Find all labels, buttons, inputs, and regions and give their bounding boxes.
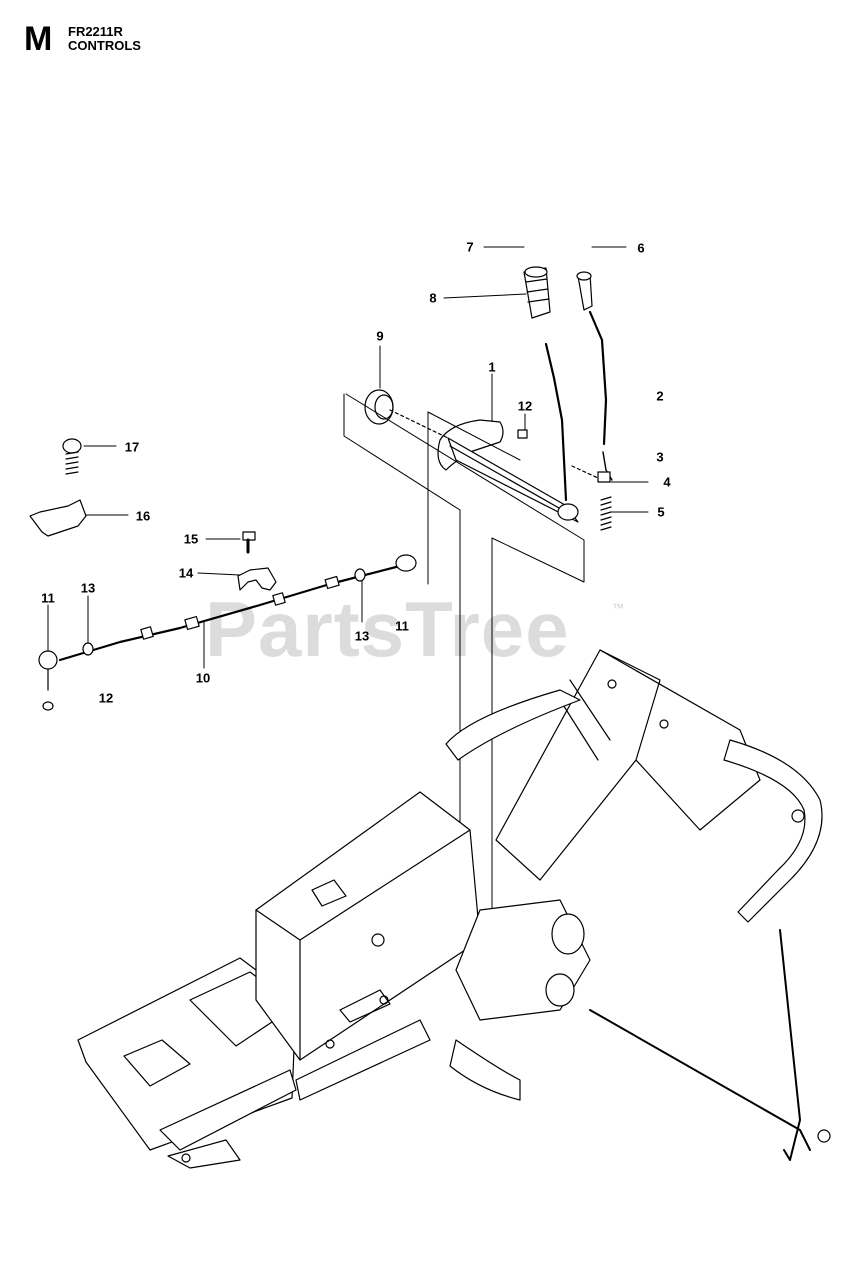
callout-2: 2 — [656, 388, 664, 404]
callout-5: 5 — [657, 504, 665, 520]
callout-14: 14 — [178, 565, 194, 581]
lever-bracket — [389, 409, 579, 523]
screw-17 — [62, 438, 82, 475]
clip-16 — [29, 499, 87, 537]
callout-15: 15 — [183, 531, 199, 547]
clamp-14 — [237, 567, 277, 591]
callout-1: 1 — [488, 359, 496, 375]
lever-arm — [544, 342, 568, 502]
callout-9: 9 — [376, 328, 384, 344]
callout-17: 17 — [124, 439, 140, 455]
bolt-15 — [242, 531, 256, 554]
cable-10 — [58, 554, 417, 662]
callout-11-left: 11 — [41, 590, 55, 606]
callout-7: 7 — [466, 239, 474, 255]
ball-joint — [38, 650, 58, 711]
callout-13-right: 13 — [354, 628, 370, 644]
small-knob — [576, 271, 593, 311]
callout-3: 3 — [656, 449, 664, 465]
callout-16: 16 — [135, 508, 151, 524]
callout-6: 6 — [637, 240, 645, 256]
model-number: FR2211R — [68, 24, 123, 39]
watermark-trademark: ™ — [612, 601, 624, 615]
chassis-frame — [77, 649, 831, 1169]
spring-pin — [571, 465, 612, 531]
section-letter: M — [24, 20, 53, 58]
lever-knob — [523, 266, 551, 319]
control-rod — [588, 310, 608, 446]
leader-lines — [47, 246, 649, 669]
bushing — [364, 389, 394, 425]
section-title: CONTROLS — [68, 38, 141, 53]
callout-12-lower: 12 — [98, 690, 114, 706]
callout-13-left: 13 — [80, 580, 96, 596]
callout-12-upper: 12 — [517, 398, 533, 414]
callout-10: 10 — [195, 670, 211, 686]
callout-8: 8 — [429, 290, 437, 306]
callout-11-right: 11 — [395, 618, 409, 634]
callout-4: 4 — [663, 474, 671, 490]
